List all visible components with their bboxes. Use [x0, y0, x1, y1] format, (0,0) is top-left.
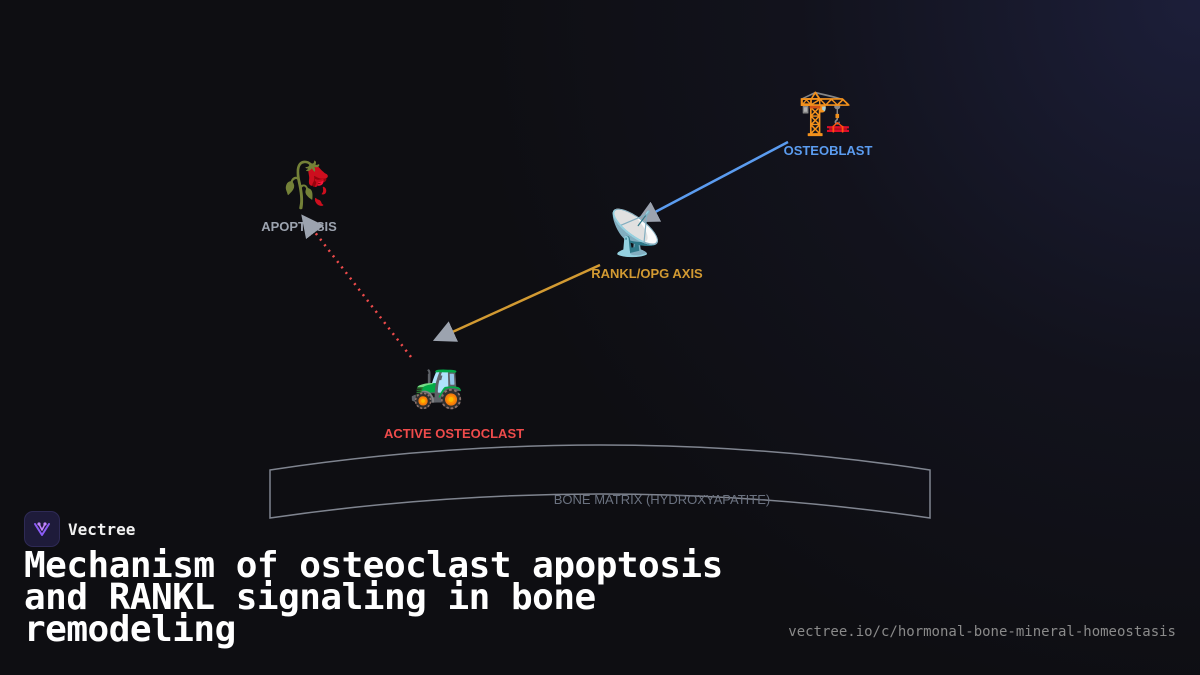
brand-name: Vectree: [68, 519, 136, 539]
brand: Vectree: [24, 511, 136, 547]
node-osteoblast: 🏗️ OSTEOBLAST: [784, 87, 873, 158]
node-active-osteoclast: 🚜 ACTIVE OSTEOCLAST: [384, 360, 524, 441]
bone-matrix-label: BONE MATRIX (HYDROXYAPATITE): [554, 492, 770, 507]
rankl-opg-axis-label: RANKL/OPG AXIS: [591, 266, 703, 281]
edge-osteoclast-to-apoptosis: [301, 214, 412, 358]
active-osteoclast-label: ACTIVE OSTEOCLAST: [384, 426, 524, 441]
tractor-icon: 🚜: [410, 360, 465, 411]
node-rankl-opg-axis: 📡 RANKL/OPG AXIS: [591, 205, 703, 281]
wilted-flower-icon: 🥀: [280, 158, 335, 211]
osteoblast-label: OSTEOBLAST: [784, 143, 873, 158]
bone-matrix-shape: [269, 444, 931, 519]
vectree-logo-icon: [24, 511, 60, 547]
page-title: Mechanism of osteoclast apoptosis and RA…: [24, 545, 723, 650]
edge-rankl-to-osteoclast: [432, 263, 601, 342]
node-apoptosis: 🥀 APOPTOSIS: [261, 158, 337, 234]
satellite-dish-icon: 📡: [608, 205, 663, 259]
construction-crane-icon: 🏗️: [798, 87, 853, 138]
apoptosis-label: APOPTOSIS: [261, 219, 337, 234]
source-url[interactable]: vectree.io/c/hormonal-bone-mineral-homeo…: [788, 624, 1176, 640]
edge-osteoblast-to-rankl: [636, 140, 789, 223]
